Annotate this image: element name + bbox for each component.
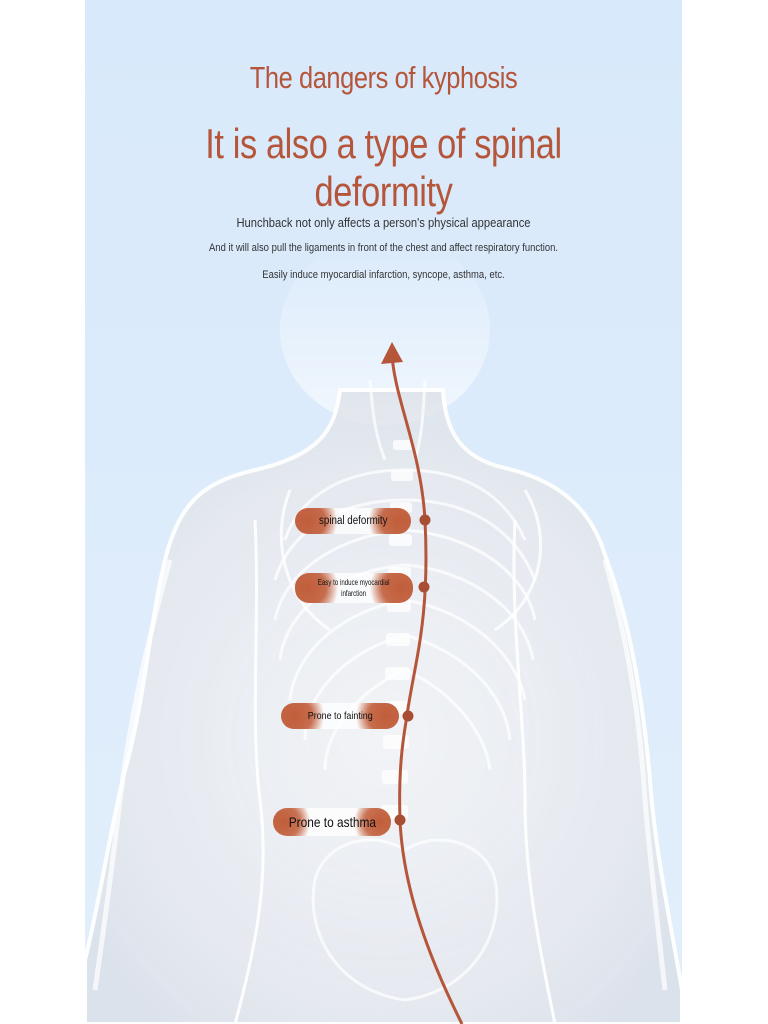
intro-line-1: Hunchback not only affects a person's ph… xyxy=(236,215,531,230)
label-spinal-deformity: spinal deformity xyxy=(295,508,411,534)
label-spinal-deformity-text: spinal deformity xyxy=(318,515,388,527)
marker-dot-asthma xyxy=(394,814,406,826)
label-prone-to-asthma: Prone to asthma xyxy=(273,808,391,836)
label-myocardial-text-2: infarction xyxy=(341,588,367,598)
page-subtitle: It is also a type of spinal deformity xyxy=(205,120,562,215)
label-fainting-text: Prone to fainting xyxy=(307,710,373,722)
label-asthma-text: Prone to asthma xyxy=(288,814,376,830)
arrow-head-icon xyxy=(381,342,403,364)
page-title: The dangers of kyphosis xyxy=(249,60,518,95)
marker-dot-myocardial xyxy=(418,581,430,593)
marker-dot-spinal-deformity xyxy=(419,514,431,526)
label-myocardial-text-1: Easy to induce myocardial xyxy=(318,577,390,587)
poster-panel: The dangers of kyphosis It is also a typ… xyxy=(85,0,682,1024)
label-myocardial-infarction: Easy to induce myocardial infarction xyxy=(295,573,413,603)
intro-line-3: Easily induce myocardial infarction, syn… xyxy=(262,269,505,281)
label-prone-to-fainting: Prone to fainting xyxy=(281,703,399,729)
intro-line-2: And it will also pull the ligaments in f… xyxy=(209,242,558,254)
marker-dot-fainting xyxy=(402,710,414,722)
spine-curve-arrow xyxy=(381,342,464,1024)
